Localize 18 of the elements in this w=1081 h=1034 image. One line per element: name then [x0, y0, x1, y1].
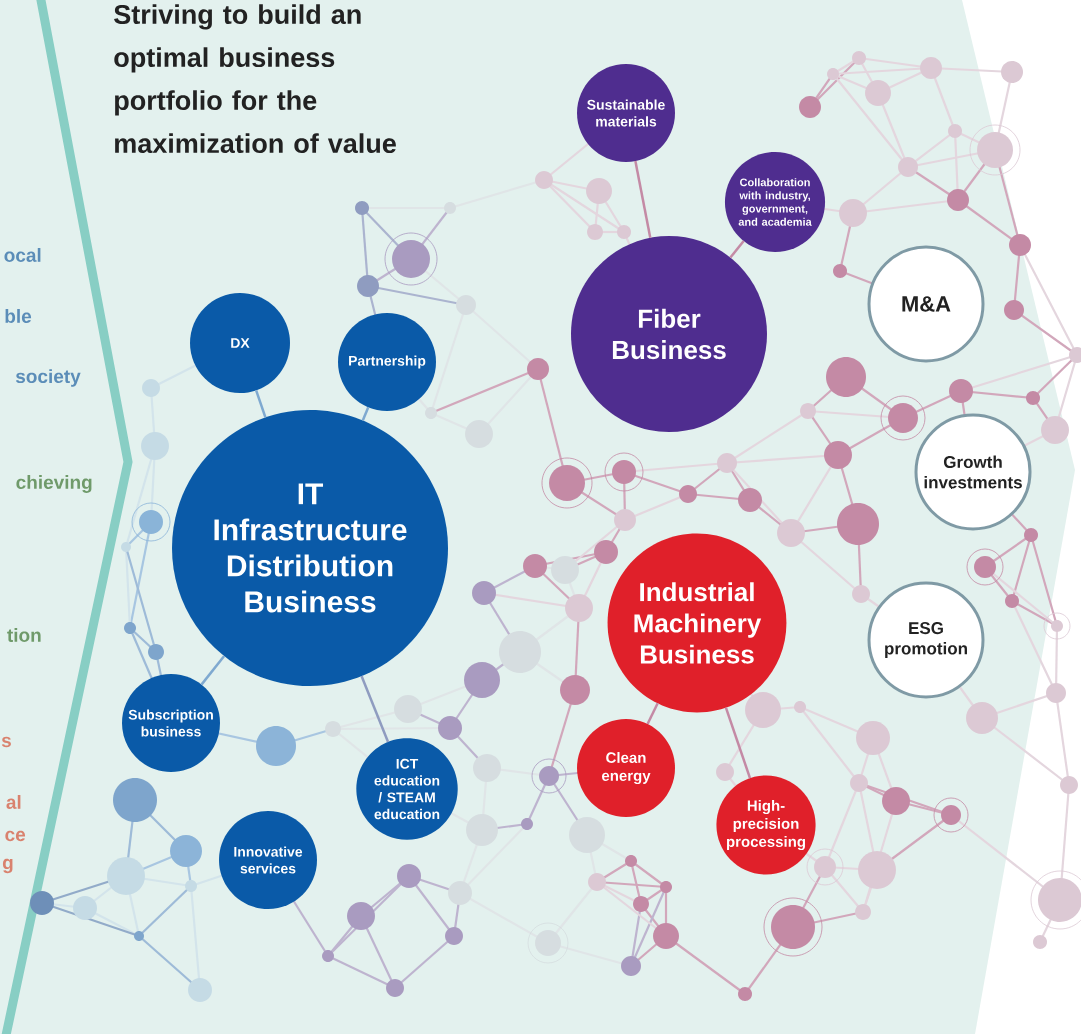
title: Striving to build an optimal business portfolio for the maximization of value: [114, 4, 396, 154]
side-text: society: [15, 369, 81, 387]
connector-line: [724, 707, 752, 779]
side-text: al: [6, 795, 21, 809]
connector-line: [646, 702, 659, 725]
side-text: ocal: [4, 248, 41, 262]
connector-line: [634, 160, 652, 239]
connector-line: [729, 240, 745, 259]
side-text: ble: [5, 309, 32, 323]
connector-line: [360, 675, 390, 743]
side-text: tion: [7, 628, 41, 642]
connector-line: [361, 406, 370, 421]
side-text: s: [1, 736, 11, 748]
side-text: ce: [5, 830, 26, 842]
connector-line: [200, 655, 226, 686]
connector-line: [254, 389, 267, 418]
side-text: g: [2, 858, 13, 874]
side-text: chieving: [16, 475, 92, 493]
